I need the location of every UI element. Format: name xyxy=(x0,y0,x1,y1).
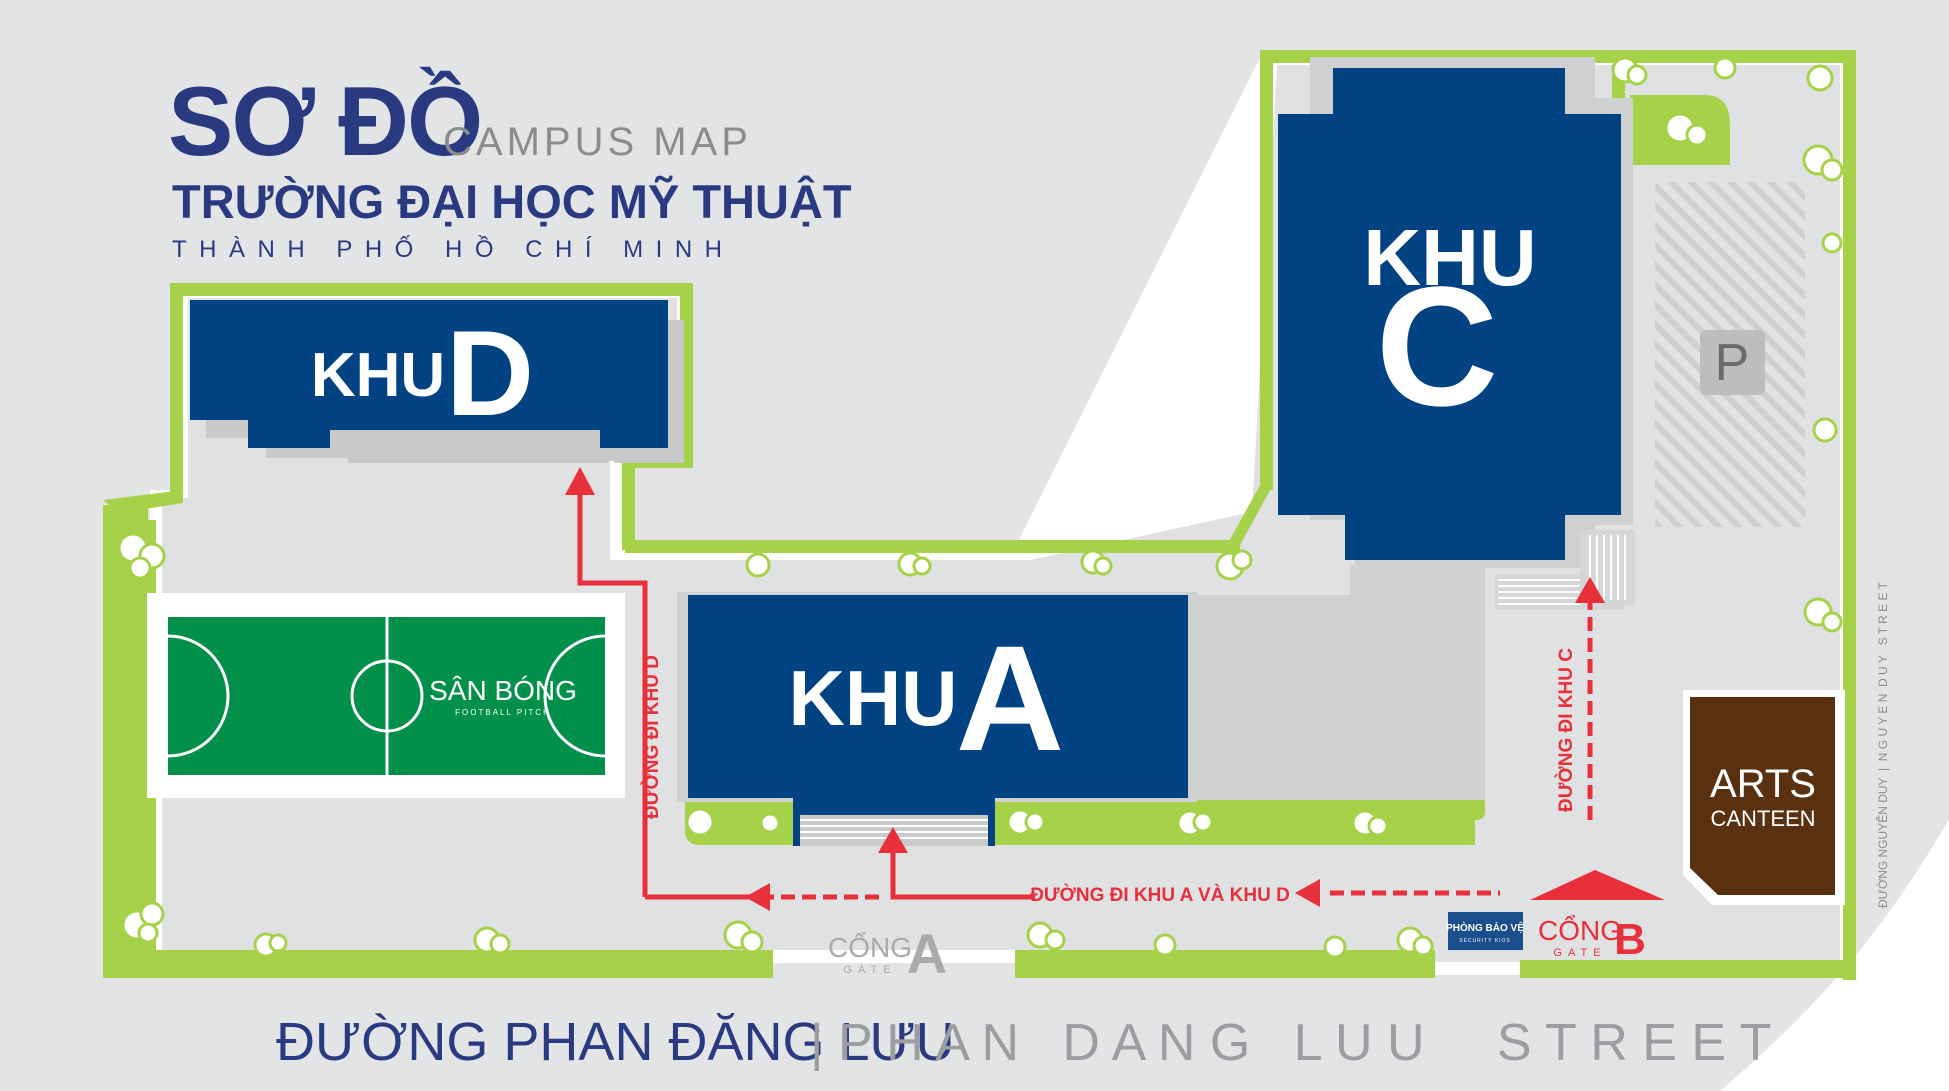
tree-icon xyxy=(685,807,715,837)
street-side: ĐƯỜNG NGUYỄN DUY | N G U Y E N D U Y S T… xyxy=(1875,581,1890,908)
street-labels: ĐƯỜNG PHAN ĐĂNG LƯU | P H A N D A N G L … xyxy=(276,581,1890,1072)
route-label-c: ĐƯỜNG ĐI KHU C xyxy=(1555,648,1577,812)
khu-d-letter: D xyxy=(446,305,534,441)
stairs-a xyxy=(793,798,995,846)
building-khu-a[interactable]: KHU A xyxy=(677,592,1197,802)
hedge-bottom-right xyxy=(1520,960,1856,978)
tree-icon xyxy=(897,551,932,577)
hedge-middle xyxy=(625,540,1240,553)
building-khu-c[interactable]: KHU C xyxy=(1278,57,1633,568)
tree-icon xyxy=(1351,809,1389,837)
tree-icon xyxy=(1006,808,1046,836)
gate-b-sub: GATE xyxy=(1553,947,1606,959)
khu-c-prefix: KHU xyxy=(1363,213,1536,302)
pitch-label: SÂN BÓNG xyxy=(429,675,577,706)
tree-icon xyxy=(253,932,288,958)
tree-icon xyxy=(1026,921,1066,951)
hedge-left xyxy=(103,505,148,975)
khu-a-prefix: KHU xyxy=(789,654,958,742)
arrowhead-up-a xyxy=(878,827,908,853)
route-arrows xyxy=(577,490,1593,900)
gate-a-sub: GATE xyxy=(843,964,896,976)
arrowheads xyxy=(565,467,1665,911)
khu-d-prefix: KHU xyxy=(311,341,445,410)
parking-area[interactable]: P xyxy=(1655,182,1805,527)
canteen-line1: ARTS xyxy=(1710,762,1816,806)
tree-icon xyxy=(1611,56,1648,86)
tree-icon xyxy=(1821,232,1843,254)
green-paths xyxy=(103,50,1856,980)
hedge-right xyxy=(1843,50,1856,980)
parking-sign xyxy=(1700,330,1765,395)
gate-b[interactable]: CỔNG GATE B xyxy=(1538,915,1646,964)
hedge-c-left-outer xyxy=(1260,50,1273,490)
tree-icon xyxy=(723,920,764,954)
tree-icon xyxy=(1176,809,1214,837)
plaza xyxy=(1190,565,1485,800)
title-main: SƠ ĐỒ xyxy=(168,66,481,176)
street-bottom-en: | P H A N D A N G L U U S T R E E T xyxy=(810,1014,1771,1072)
route-label-a-d: ĐƯỜNG ĐI KHU A VÀ KHU D xyxy=(1030,884,1290,906)
hedge-bottom-mid xyxy=(1015,950,1435,978)
tree-icon xyxy=(1396,926,1434,957)
gate-b-word: CỔNG xyxy=(1538,915,1622,946)
gate-a-letter: A xyxy=(907,922,947,985)
tree-icon xyxy=(759,812,781,834)
security-line2: SECURITY KIOS xyxy=(1459,938,1511,944)
school-name: TRƯỜNG ĐẠI HỌC MỸ THUẬT xyxy=(172,175,852,228)
tree-icon xyxy=(1802,144,1844,182)
tree-icon xyxy=(1803,597,1843,633)
title-block: SƠ ĐỒ CAMPUS MAP TRƯỜNG ĐẠI HỌC MỸ THUẬT… xyxy=(168,66,852,263)
tree-icon xyxy=(1812,417,1838,443)
khu-c-letter: C xyxy=(1376,252,1499,442)
hedge-d-right xyxy=(622,455,635,550)
canteen-line2: CANTEEN xyxy=(1710,806,1815,831)
hedge-d-left xyxy=(170,283,183,503)
city-name: THÀNH PHỐ HỒ CHÍ MINH xyxy=(172,235,735,263)
tree-icon xyxy=(121,901,165,944)
route-label-d: ĐƯỜNG ĐI KHU D xyxy=(641,655,663,819)
route-to-d-line xyxy=(577,490,648,897)
trees xyxy=(117,56,1844,959)
route-to-a-line xyxy=(890,845,1035,900)
tree-icon xyxy=(1215,549,1253,581)
hedge-bottom-left xyxy=(103,950,773,978)
stairs-c xyxy=(1495,530,1635,610)
gate-a-word: CỔNG xyxy=(828,932,912,963)
hedge-diagonal xyxy=(1227,485,1273,545)
security-kiosk[interactable]: PHÒNG BẢO VỆ SECURITY KIOS xyxy=(1446,912,1524,950)
hedge-a-front-right xyxy=(1000,800,1485,845)
street-bottom-vi: ĐƯỜNG PHAN ĐĂNG LƯU xyxy=(276,1012,955,1072)
arrowhead-left-2 xyxy=(1295,879,1320,907)
gate-b-letter: B xyxy=(1614,915,1646,964)
arts-canteen[interactable]: ARTS CANTEEN xyxy=(1683,690,1845,905)
tree-icon xyxy=(1664,112,1709,147)
tree-icon xyxy=(1323,935,1347,959)
tree-icon xyxy=(1080,549,1113,576)
parking-label: P xyxy=(1715,334,1750,392)
gate-a[interactable]: CỔNG GATE A xyxy=(828,922,947,985)
tree-icon xyxy=(473,926,511,955)
tree-icon xyxy=(117,532,166,580)
gate-b-roof xyxy=(1530,870,1665,900)
corner-curve xyxy=(1720,820,1949,1091)
arrowhead-up-d xyxy=(565,467,595,495)
arrowhead-up-c xyxy=(1575,577,1605,603)
pitch-sublabel: FOOTBALL PITCH xyxy=(455,708,551,717)
tree-icon xyxy=(1153,933,1177,957)
security-line1: PHÒNG BẢO VỆ xyxy=(1446,921,1524,934)
arrowhead-left-1 xyxy=(745,883,770,911)
khu-a-letter: A xyxy=(956,614,1064,782)
tree-icon xyxy=(1806,64,1834,92)
hedge-d-top xyxy=(170,283,693,296)
title-sub: CAMPUS MAP xyxy=(443,120,752,164)
football-pitch[interactable]: SÂN BÓNG FOOTBALL PITCH xyxy=(147,593,625,798)
building-khu-d[interactable]: KHU D xyxy=(190,300,684,463)
tree-icon xyxy=(745,552,771,578)
tree-icon xyxy=(1713,56,1737,80)
